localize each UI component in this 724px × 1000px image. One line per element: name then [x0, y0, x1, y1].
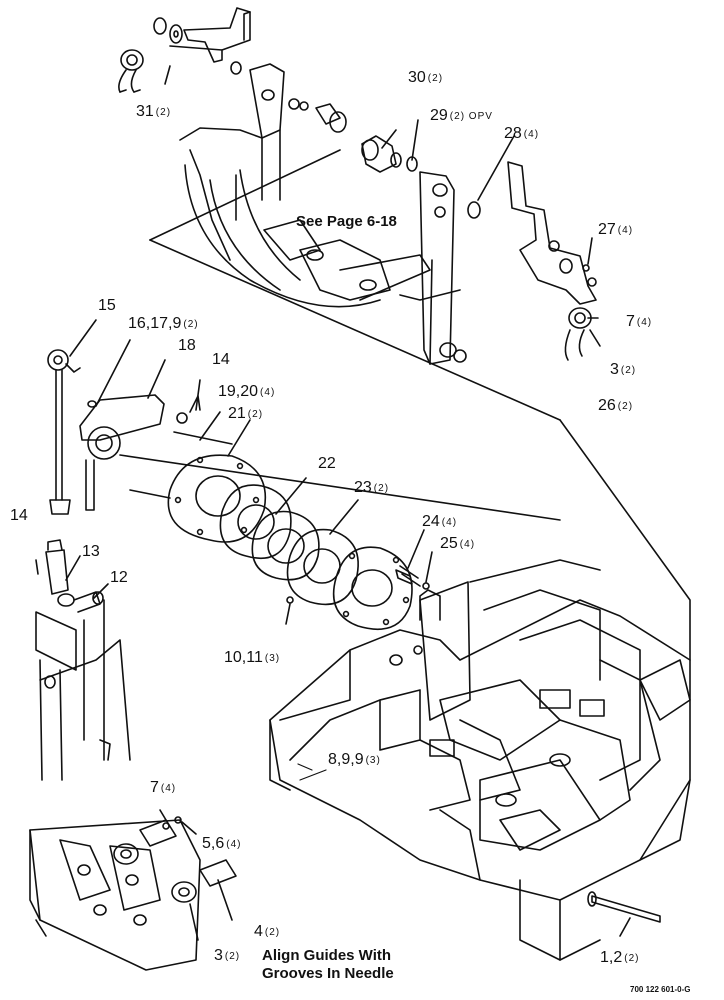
callout-28: 28(4) — [504, 126, 539, 142]
callout-10-11: 10,11(3) — [224, 650, 280, 666]
note-see-page: See Page 6-18 — [296, 213, 397, 230]
callout-21: 21(2) — [228, 406, 263, 422]
callout-23: 23(2) — [354, 480, 389, 496]
callout-number: 16,17,9 — [128, 315, 182, 332]
callout-7-upper: 7(4) — [626, 314, 652, 330]
callout-12: 12 — [110, 570, 130, 586]
bracket-assembly-31 — [118, 7, 251, 93]
callout-number: 3 — [214, 947, 223, 964]
callout-number: 22 — [318, 455, 336, 472]
callout-number: 25 — [440, 535, 458, 552]
callout-13: 13 — [82, 544, 102, 560]
callout-number: 10,11 — [224, 649, 263, 666]
callout-number: 28 — [504, 125, 522, 142]
callout-number: 3 — [610, 361, 619, 378]
callout-qty: (4) — [636, 317, 653, 328]
callout-qty: (4) — [459, 539, 476, 550]
callout-24: 24(4) — [422, 514, 457, 530]
callout-qty: (2) — [373, 483, 390, 494]
callout-qty: (2) — [264, 927, 281, 938]
callout-5-6: 5,6(4) — [202, 836, 241, 852]
callout-qty: (2) — [247, 409, 264, 420]
callout-number: 18 — [178, 337, 196, 354]
callout-number: 24 — [422, 513, 440, 530]
callout-qty: (2) OPV — [449, 111, 493, 122]
callout-qty: (4) — [441, 517, 458, 528]
callout-25: 25(4) — [440, 536, 475, 552]
callout-3-upper: 3(2) — [610, 362, 636, 378]
callout-26: 26(2) — [598, 398, 633, 414]
callout-qty: (2) — [183, 319, 199, 330]
brake-plate-stack — [167, 419, 433, 630]
callout-qty: (4) — [226, 839, 242, 850]
callout-19-20: 19,20(4) — [218, 384, 275, 400]
bracket-assembly-right — [361, 119, 601, 365]
callout-18: 18 — [178, 338, 198, 354]
callout-number: 19,20 — [218, 383, 259, 400]
callout-number: 21 — [228, 405, 246, 422]
callout-30: 30(2) — [408, 70, 443, 86]
callout-number: 13 — [82, 543, 100, 560]
callout-number: 26 — [598, 397, 616, 414]
callout-number: 8,9,9 — [328, 751, 364, 768]
baler-frame — [269, 419, 691, 961]
callout-number: 31 — [136, 103, 154, 120]
callout-15: 15 — [98, 298, 118, 314]
callout-22: 22 — [318, 456, 338, 472]
figure-id: 700 122 601-0-G — [630, 985, 691, 994]
bolt-1-2 — [587, 891, 661, 937]
callout-number: 14 — [212, 351, 230, 368]
callout-qty: (3) — [365, 755, 381, 766]
callout-31: 31(2) — [136, 104, 171, 120]
needle-linkage — [47, 319, 561, 521]
needle-frame-upper — [149, 63, 561, 421]
callout-number: 12 — [110, 569, 128, 586]
needle-arm-lower — [35, 539, 131, 781]
callout-qty: (4) — [260, 387, 276, 398]
callout-qty: (4) — [160, 783, 177, 794]
callout-qty: (2) — [155, 107, 172, 118]
callout-qty: (2) — [224, 951, 241, 962]
callout-3-lower: 3(2) — [214, 948, 240, 964]
callout-qty: (2) — [427, 73, 444, 84]
callout-number: 15 — [98, 297, 116, 314]
callout-number: 1,2 — [600, 949, 623, 966]
callout-number: 7 — [150, 779, 159, 796]
needle-guide-lower — [29, 809, 237, 971]
callout-number: 4 — [254, 923, 263, 940]
callout-16-17-9: 16,17,9(2) — [128, 316, 199, 332]
callout-8-9-9: 8,9,9(3) — [328, 752, 381, 768]
callout-qty: (4) — [523, 129, 540, 140]
callout-14-upper: 14 — [212, 352, 232, 368]
callout-number: 23 — [354, 479, 372, 496]
callout-1-2: 1,2(2) — [600, 950, 639, 966]
callout-qty: (3) — [264, 653, 281, 664]
callout-number: 27 — [598, 221, 616, 238]
callout-14-lower: 14 — [10, 508, 30, 524]
callout-4: 4(2) — [254, 924, 280, 940]
callout-29: 29(2) OPV — [430, 108, 493, 124]
note-align-line-2: Grooves In Needle — [262, 965, 394, 982]
callout-27: 27(4) — [598, 222, 633, 238]
callout-qty: (2) — [624, 953, 640, 964]
callout-leaders — [297, 763, 327, 781]
callout-qty: (2) — [620, 365, 637, 376]
callout-7-lower: 7(4) — [150, 780, 176, 796]
callout-number: 30 — [408, 69, 426, 86]
callout-qty: (4) — [617, 225, 634, 236]
callout-number: 7 — [626, 313, 635, 330]
note-align-line-1: Align Guides With — [262, 947, 392, 964]
callout-number: 5,6 — [202, 835, 225, 852]
callout-qty: (2) — [617, 401, 634, 412]
callout-number: 14 — [10, 507, 28, 524]
callout-number: 29 — [430, 107, 448, 124]
